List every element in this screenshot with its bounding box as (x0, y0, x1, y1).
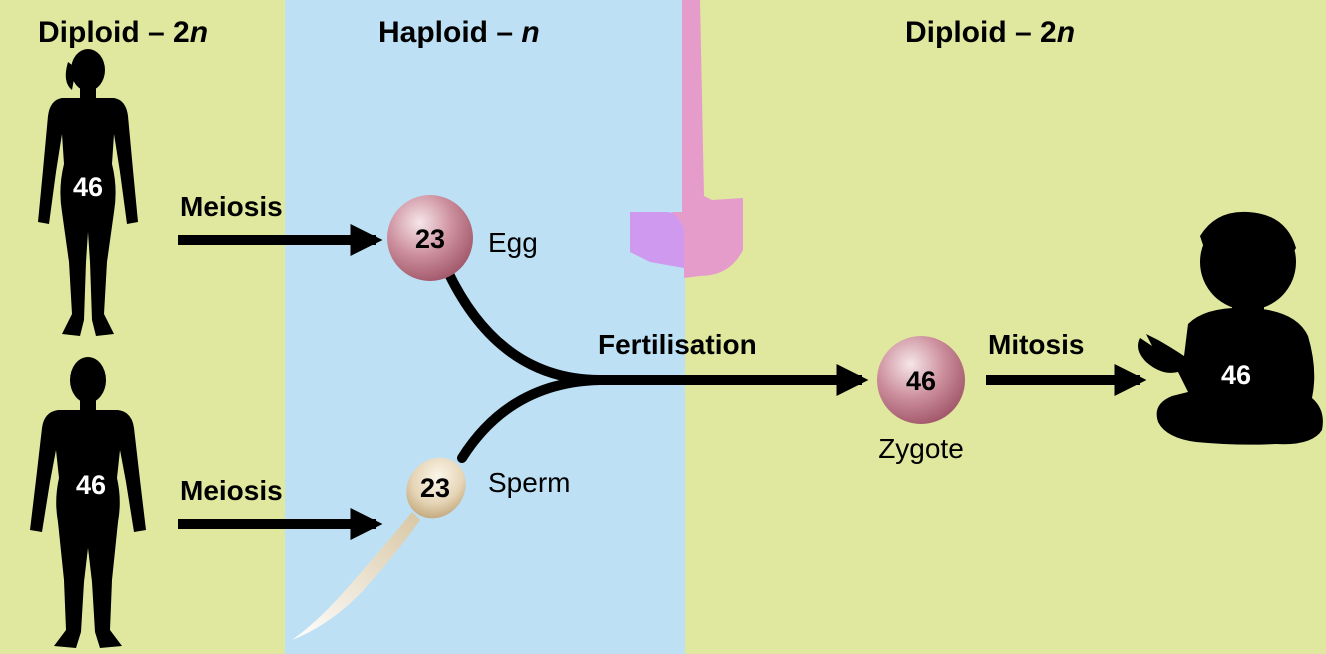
male-silhouette-icon (30, 357, 146, 648)
fertilisation-label: Fertilisation (598, 329, 757, 360)
zone-title-right: Diploid – 2n (905, 16, 1075, 49)
sperm-path (457, 375, 605, 463)
sperm-cell (406, 457, 466, 519)
zygote-cell (877, 336, 965, 424)
egg-chromosome-count: 23 (415, 224, 445, 254)
meiosis-label-bottom: Meiosis (180, 475, 283, 506)
annotation-marker-icon (630, 0, 743, 278)
female-silhouette-icon (38, 49, 138, 336)
diploid-zone-left (0, 0, 285, 654)
baby-silhouette-icon (1138, 211, 1323, 445)
egg-cell (387, 195, 473, 281)
male-chromosome-count: 46 (76, 470, 106, 500)
sperm-chromosome-count: 23 (420, 473, 450, 503)
female-chromosome-count: 46 (73, 172, 103, 202)
zone-title-middle: Haploid – n (378, 16, 540, 49)
baby-chromosome-count: 46 (1221, 360, 1251, 390)
zone-title-left: Diploid – 2n (38, 16, 208, 49)
egg-label: Egg (488, 227, 538, 258)
sperm-tail (292, 512, 420, 640)
zygote-chromosome-count: 46 (906, 366, 936, 396)
meiosis-label-top: Meiosis (180, 191, 283, 222)
zygote-label: Zygote (878, 433, 964, 464)
sperm-label: Sperm (488, 467, 570, 498)
mitosis-label: Mitosis (988, 329, 1084, 360)
